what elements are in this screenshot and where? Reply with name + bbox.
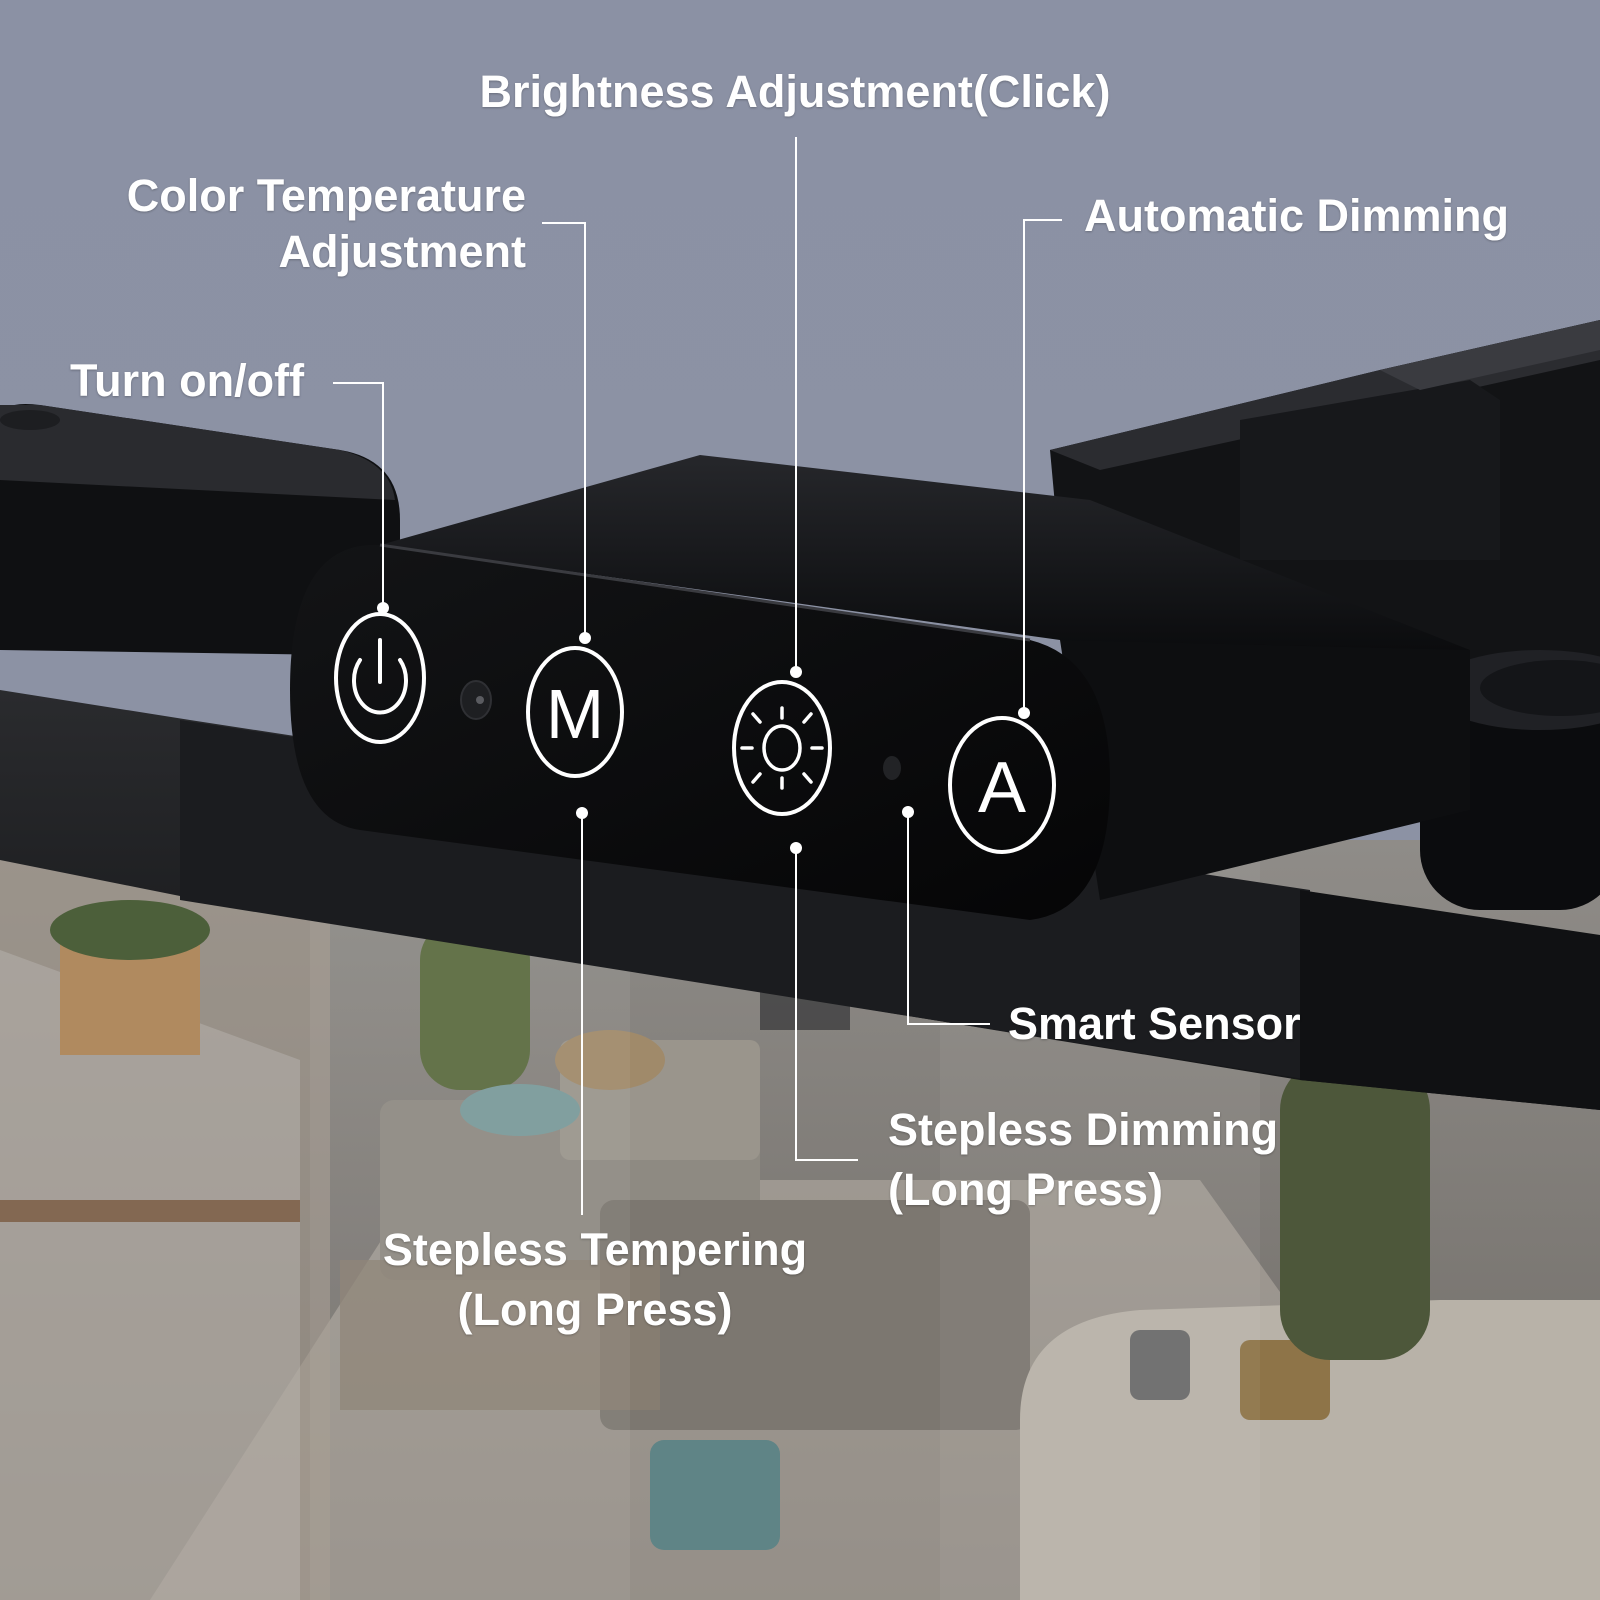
label-stepless-tempering-line2: (Long Press) xyxy=(457,1284,733,1335)
control-box xyxy=(290,455,1470,920)
label-brightness: Brightness Adjustment(Click) xyxy=(440,64,1150,120)
label-auto-dimming-text: Automatic Dimming xyxy=(1084,190,1510,241)
label-color-temperature: Color Temperature Adjustment xyxy=(60,168,526,280)
label-stepless-dimming-line1: Stepless Dimming xyxy=(888,1104,1279,1155)
label-stepless-tempering-line1: Stepless Tempering xyxy=(382,1224,808,1275)
label-color-temp-line1: Color Temperature xyxy=(126,170,526,221)
label-automatic-dimming: Automatic Dimming xyxy=(1084,188,1509,244)
label-brightness-text: Brightness Adjustment(Click) xyxy=(479,66,1111,117)
mode-button xyxy=(526,646,624,778)
auto-glyph: A xyxy=(978,748,1026,828)
callout-stepless-dimming xyxy=(795,848,858,1161)
smart-sensor-dot xyxy=(883,756,901,780)
mode-glyph: M xyxy=(546,675,604,753)
sun-icon xyxy=(740,706,824,790)
label-turn-on-off: Turn on/off xyxy=(70,353,304,409)
power-button xyxy=(334,612,426,744)
label-power-text: Turn on/off xyxy=(70,355,305,406)
callout-power xyxy=(333,382,384,608)
sensor-light xyxy=(460,680,492,720)
auto-button xyxy=(948,716,1056,854)
label-stepless-tempering: Stepless Tempering (Long Press) xyxy=(360,1222,830,1338)
power-icon xyxy=(352,638,408,715)
label-smart-sensor-text: Smart Sensor xyxy=(1008,998,1301,1049)
label-smart-sensor: Smart Sensor xyxy=(1008,996,1301,1052)
callout-color-temp xyxy=(542,222,586,638)
label-color-temp-line2: Adjustment xyxy=(278,226,527,277)
label-stepless-dimming-line2: (Long Press) xyxy=(888,1164,1164,1215)
callout-smart-sensor xyxy=(907,812,990,1025)
left-hinge xyxy=(0,404,400,655)
callout-auto xyxy=(1023,219,1062,713)
brightness-button xyxy=(732,680,832,816)
label-stepless-dimming: Stepless Dimming (Long Press) xyxy=(888,1102,1278,1218)
